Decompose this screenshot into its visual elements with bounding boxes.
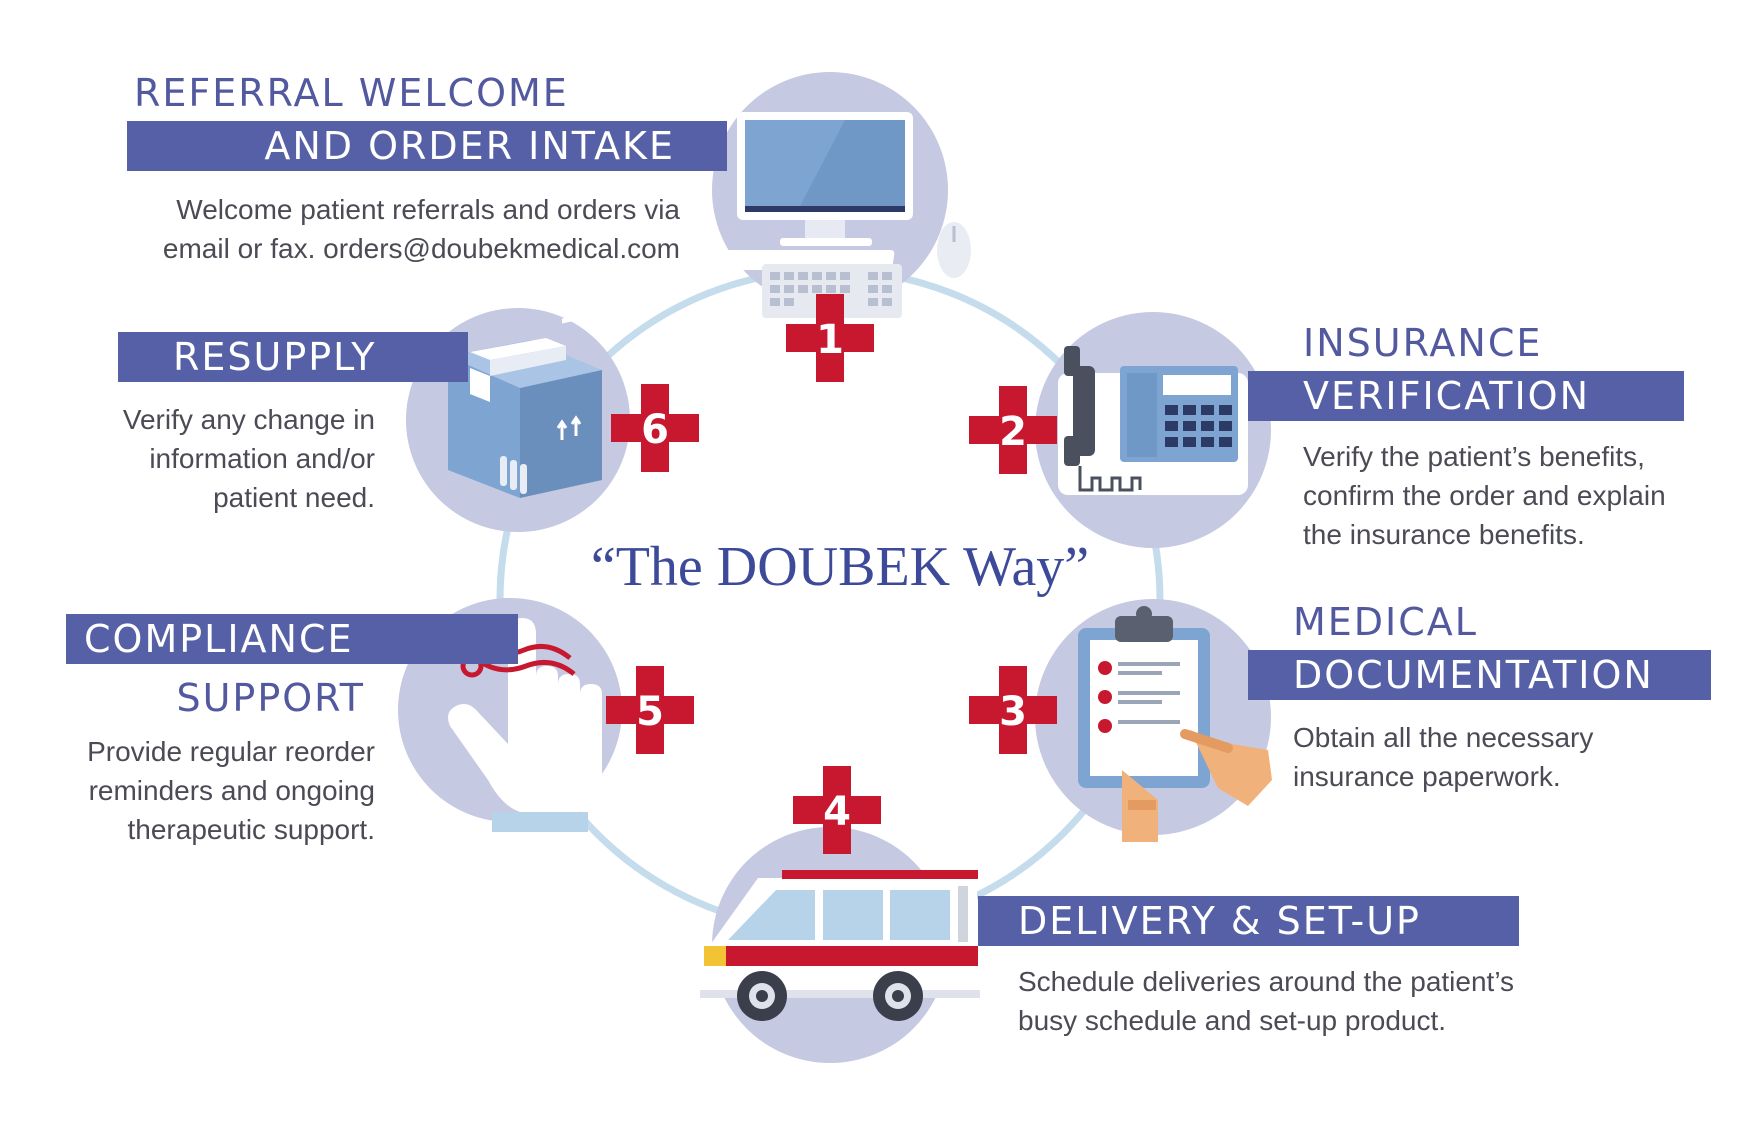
step-5-desc-line3: therapeutic support.	[127, 814, 376, 845]
step-6-description: Verify any change in information and/or …	[60, 400, 375, 517]
step-5-desc-line1: Provide regular reorder	[87, 736, 375, 767]
step-4-badge: 4	[793, 766, 881, 854]
step-5-number: 5	[636, 689, 664, 735]
step-1-number: 1	[816, 317, 844, 363]
step-2-badge: 2	[969, 386, 1057, 474]
step-3-desc-line2: insurance paperwork.	[1293, 761, 1561, 792]
step-6-desc-line2: information and/or	[149, 443, 375, 474]
step-1-description: Welcome patient referrals and orders via…	[120, 190, 680, 268]
step-2-description: Verify the patient’s benefits, confirm t…	[1303, 437, 1723, 554]
step-2-desc-line2: confirm the order and explain	[1303, 480, 1666, 511]
center-title: “The DOUBEK Way”	[590, 536, 1090, 598]
step-2-illustration	[1035, 312, 1271, 548]
step-4-number: 4	[823, 789, 851, 835]
step-5-description: Provide regular reorder reminders and on…	[40, 732, 375, 849]
step-6-desc-line1: Verify any change in	[122, 404, 375, 435]
box-icon	[448, 314, 602, 498]
step-3-desc-line1: Obtain all the necessary	[1293, 722, 1594, 753]
step-6-title: RESUPPLY	[118, 332, 468, 382]
step-6-number: 6	[641, 407, 669, 453]
step-1-desc-line1: Welcome patient referrals and orders via	[176, 194, 680, 225]
van-icon	[700, 870, 980, 1021]
step-2-title-line2: VERIFICATION	[1248, 371, 1684, 421]
step-5-badge: 5	[606, 666, 694, 754]
step-3-illustration	[1035, 599, 1272, 842]
step-1-title-line1: REFERRAL WELCOME	[134, 71, 569, 115]
step-6-badge: 6	[611, 384, 699, 472]
step-6-desc-line3: patient need.	[213, 482, 375, 513]
step-4-illustration	[700, 827, 980, 1063]
step-2-number: 2	[999, 409, 1027, 455]
step-3-badge: 3	[969, 666, 1057, 754]
step-1-title-line2: AND ORDER INTAKE	[127, 121, 727, 171]
step-5-title-line1: COMPLIANCE	[66, 614, 518, 664]
step-4-desc-line1: Schedule deliveries around the patient’s	[1018, 966, 1515, 997]
phone-icon	[1058, 346, 1248, 495]
step-3-title-line2: DOCUMENTATION	[1248, 650, 1711, 700]
step-5-title-line2: SUPPORT	[176, 676, 365, 720]
step-2-title-line1: INSURANCE	[1303, 321, 1543, 365]
step-1-desc-line2: email or fax. orders@doubekmedical.com	[162, 233, 680, 264]
step-1-badge: 1	[786, 294, 874, 382]
step-3-number: 3	[999, 689, 1027, 735]
computer-icon	[692, 112, 971, 318]
step-2-desc-line1: Verify the patient’s benefits,	[1303, 441, 1645, 472]
step-2-desc-line3: the insurance benefits.	[1303, 519, 1585, 550]
step-4-desc-line2: busy schedule and set-up product.	[1018, 1005, 1447, 1036]
step-1-illustration	[692, 72, 971, 318]
step-3-title-line1: MEDICAL	[1293, 600, 1478, 644]
step-3-description: Obtain all the necessary insurance paper…	[1293, 718, 1713, 796]
step-5-desc-line2: reminders and ongoing	[88, 775, 375, 806]
step-4-description: Schedule deliveries around the patient’s…	[1018, 962, 1538, 1040]
clipboard-icon	[1078, 606, 1272, 842]
step-4-title: DELIVERY & SET-UP	[978, 896, 1519, 946]
